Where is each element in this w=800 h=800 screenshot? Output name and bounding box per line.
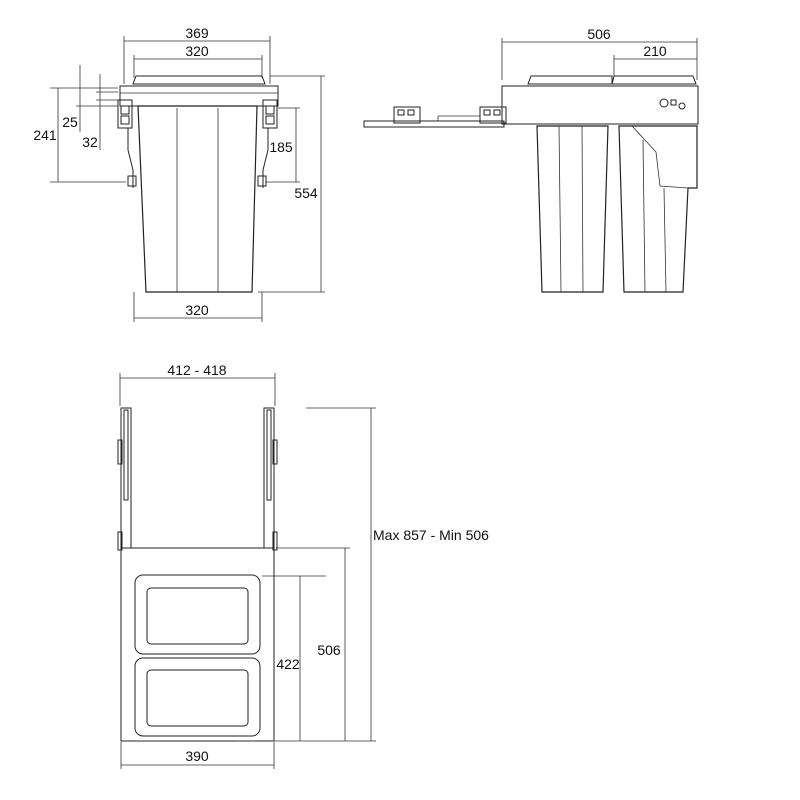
dim-32-label: 32 [82, 134, 98, 150]
top-view: 412 - 418 Max 857 - Min 506 506 422 390 [117, 362, 489, 769]
dim-422-label: 422 [276, 656, 300, 672]
dim-25-label: 25 [62, 114, 78, 130]
front-view: 369 320 320 241 25 32 185 554 [33, 25, 325, 322]
dim-506-top-label: 506 [317, 642, 341, 658]
dim-rail-width-label: 412 - 418 [167, 362, 226, 378]
dim-390-label: 390 [185, 748, 209, 764]
dim-185-label: 185 [269, 139, 293, 155]
dim-241-label: 241 [33, 127, 57, 143]
dim-210-label: 210 [643, 43, 667, 59]
dim-320-top-label: 320 [185, 43, 209, 59]
dim-506-side-label: 506 [587, 26, 611, 42]
dim-554-label: 554 [294, 185, 318, 201]
dim-320-bottom-label: 320 [185, 302, 209, 318]
side-view: 506 210 [363, 26, 699, 293]
dim-extension-label: Max 857 - Min 506 [373, 527, 489, 543]
recycle-logo-icon [659, 98, 686, 110]
dim-369-label: 369 [185, 25, 209, 41]
